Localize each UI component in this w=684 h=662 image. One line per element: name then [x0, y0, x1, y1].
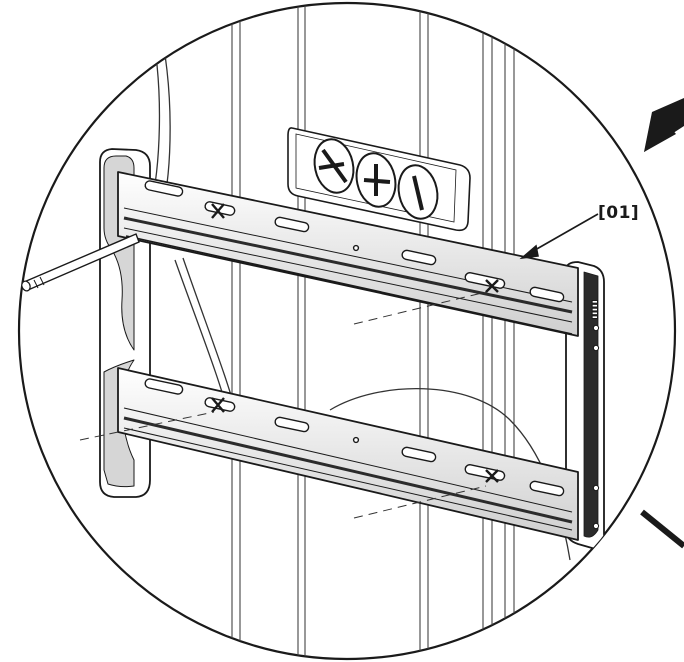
pencil-tool [21, 233, 140, 292]
drill-mark-lower-right [485, 469, 499, 483]
arrow-upper-right-body [644, 98, 684, 152]
projection-lines [79, 291, 487, 519]
electrical-outlet [287, 127, 471, 232]
drill-mark-lower-left [211, 397, 225, 413]
wall-studs [231, 3, 515, 659]
arrow-lower-right [640, 509, 684, 549]
drill-marks [211, 203, 499, 483]
part-callout-label: [01] [598, 203, 640, 223]
drill-mark-upper-left [211, 203, 225, 219]
callout-leader [519, 213, 599, 260]
wall-bracket: ▮▮▮▮▮ [99, 148, 605, 550]
drill-mark-upper-right [485, 279, 499, 293]
svg-text:▮▮▮▮▮: ▮▮▮▮▮ [591, 300, 599, 319]
